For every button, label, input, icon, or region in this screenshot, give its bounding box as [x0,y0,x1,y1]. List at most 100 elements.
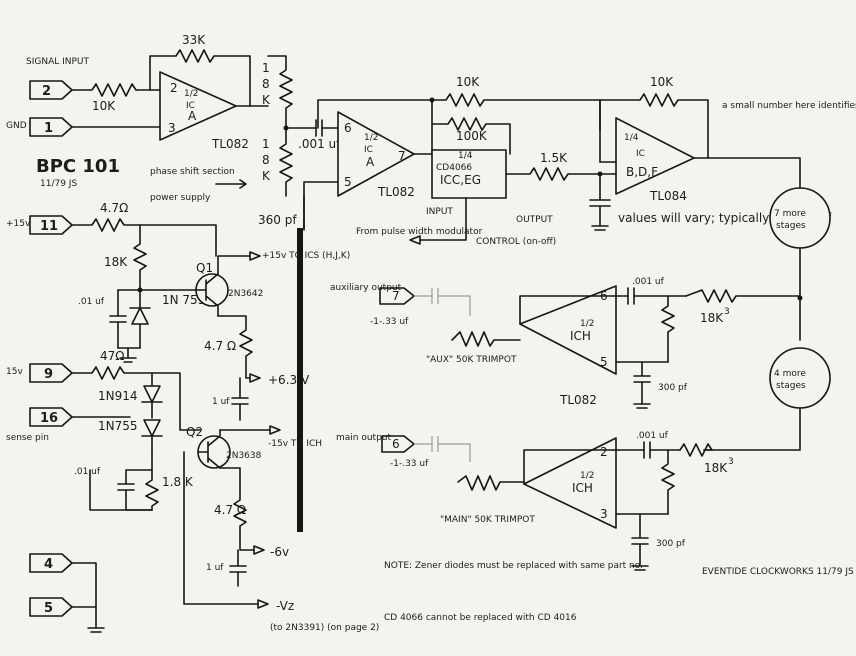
svg-text:2: 2 [42,84,51,99]
ich-opamp-top: 6 5 1/2 ICH [519,285,617,375]
v-plus-6-3-label: +6.3 V [268,373,310,387]
svg-text:4: 4 [44,557,53,572]
tl082-mid-label: TL082 [559,393,597,407]
svg-text:TL082: TL082 [211,137,249,151]
r-18k-bias-label: 18K [104,255,128,269]
tl084-opamp: 1/4 IC B,D,F TL084 [615,117,695,203]
pin-2-label: SIGNAL INPUT [26,57,90,67]
r-18k-main-label: 18K [704,461,728,475]
svg-text:ICH: ICH [570,329,591,343]
r-10k-top2-label: 10K [650,75,674,89]
svg-text:1/4: 1/4 [624,133,639,143]
cd4066-input-label: INPUT [426,207,453,217]
svg-text:stages: stages [776,221,806,231]
svg-text:K: K [262,93,271,107]
svg-text:9: 9 [44,367,53,382]
svg-text:1/2: 1/2 [580,319,594,329]
svg-text:IC: IC [636,149,645,159]
section-divider-bar [297,228,303,532]
svg-text:1/2: 1/2 [364,133,378,143]
c-01-bot-label: .01 uf [74,467,101,477]
c-001-main-label: .001 uf [636,431,669,441]
pin-5-connector: 5 [29,597,73,617]
four-more-stages: 4 more stages [769,347,831,409]
r-4-7-top-label: 4.7Ω [100,201,128,215]
svg-text:Q1: Q1 [196,261,213,275]
v-minus-6-label: -6v [270,545,289,559]
cd4066-output-label: OUTPUT [516,215,553,225]
svg-text:16: 16 [40,411,58,426]
c-1uf-b-label: 1 uf [206,563,224,573]
c-01-top-label: .01 uf [78,297,105,307]
pin-2-connector: 2 [29,80,73,100]
to-2n3391-label: (to 2N3391) (on page 2) [270,623,379,633]
pin-6-label: main output [336,433,392,443]
c-aux-var-label: -1-.33 uf [370,317,409,327]
v-minus-15-label: -15v TO ICH [268,439,322,449]
pin-6-connector: 6 [381,435,415,453]
svg-text:IC: IC [186,101,195,111]
zener-1n755-label: 1N755 [98,419,138,433]
svg-text:A: A [366,155,375,169]
svg-text:3: 3 [724,307,730,317]
title-date: 11/79 JS [40,179,77,189]
ich-opamp-bottom: 2 3 1/2 ICH [523,437,617,529]
r-4-7-mid-label: 4.7 Ω [204,339,236,353]
pin-4-connector: 4 [29,553,73,573]
svg-text:A: A [188,109,197,123]
pin-16-connector: 16 [29,407,73,427]
ic-a-opamp-1: 2 3 1/2 IC A TL082 [159,71,249,151]
svg-text:IC: IC [364,145,373,155]
pin-11-label: +15v [6,219,31,229]
title-code: BPC 101 [36,156,120,177]
svg-text:ICC,EG: ICC,EG [440,173,481,187]
pin-7-connector: 7 [379,287,415,305]
cd4066-control-label: CONTROL (on-off) [476,237,556,247]
zener-top-label: 1N 755 [162,293,205,307]
pin-7-label: auxiliary output [330,283,402,293]
c-360pf-label: 360 pf [258,213,297,227]
c-001-label: .001 uf [298,137,341,151]
note-cd4066: CD 4066 cannot be replaced with CD 4016 [384,613,577,623]
svg-text:8: 8 [262,77,270,91]
c-300pf-b-label: 300 pf [656,539,686,549]
c-1uf-a-label: 1 uf [212,397,230,407]
svg-text:2N3642: 2N3642 [228,289,263,299]
svg-text:7: 7 [392,289,400,303]
svg-text:3: 3 [168,121,176,135]
r-18k-aux-label: 18K [700,311,724,325]
r-1-8k-label: 1.8 K [162,475,194,489]
svg-text:6: 6 [392,437,400,451]
svg-text:ICH: ICH [572,481,593,495]
q1-transistor: Q1 2N3642 [195,261,263,317]
svg-text:stages: stages [776,381,806,391]
svg-text:5: 5 [600,355,608,369]
r-18k-a-label: 1 [262,61,270,75]
svg-text:6: 6 [344,121,352,135]
r-47-label: 47Ω [100,349,124,363]
diode-1n914-label: 1N914 [98,389,138,403]
cd4066-switch: 1/4 CD4066 ICC,EG [431,149,507,199]
svg-text:TL084: TL084 [649,189,687,203]
svg-text:7: 7 [398,149,406,163]
r-100k-label: 100K [456,129,488,143]
pin-9-label: 15v [6,367,23,377]
pin-1-label: GND [6,121,27,131]
from-pwm-note: From pulse width modulator [356,227,483,237]
signature: EVENTIDE CLOCKWORKS 11/79 JS [702,567,854,577]
pin-11-connector: 11 [29,215,73,235]
svg-text:CD4066: CD4066 [436,163,472,173]
q2-transistor: Q2 2N3638 [186,425,262,469]
svg-text:11: 11 [40,219,58,234]
r-1-5k-label: 1.5K [540,151,568,165]
ic-a-opamp-2: 6 5 1/2 IC A 7 TL082 [337,111,415,199]
svg-text:5: 5 [344,175,352,189]
main-trimpot-label: "MAIN" 50K TRIMPOT [440,515,535,525]
pin-9-connector: 9 [29,363,73,383]
svg-text:B,D,F: B,D,F [626,165,658,179]
svg-text:1/2: 1/2 [580,471,594,481]
r-4-7-bot-label: 4.7 Ω [214,503,246,517]
small-number-note: a small number here identifies the phase… [722,101,856,111]
c-001-aux-label: .001 uf [632,277,665,287]
